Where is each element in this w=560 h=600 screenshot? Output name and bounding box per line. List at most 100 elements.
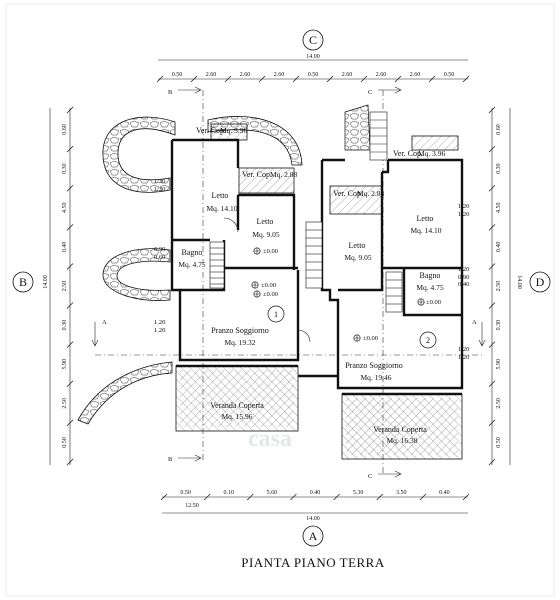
left-dimension-tick <box>66 184 74 192</box>
opening-label-11: 1.20 <box>458 346 469 353</box>
unit1-room-1-name: Letto <box>212 191 229 200</box>
unit1-level-2: ±0.00 <box>261 282 276 289</box>
left-dimension-label: 0.30 <box>62 163 68 174</box>
top-dimension-label: 2.60 <box>342 72 353 78</box>
unit2-room-2-area: Mq. 14.10 <box>410 226 441 235</box>
opening-label-2: 0.90 <box>154 246 165 253</box>
section-line-a: A A <box>91 319 486 356</box>
right-dimension-tick <box>488 145 496 153</box>
unit2-room-4-name: Bagno <box>420 271 441 280</box>
bottom-dimension-label: 0.10 <box>223 490 234 496</box>
unit2-room-6-name: Veranda Coperta <box>373 425 427 434</box>
opening-label-4: 1.20 <box>154 319 165 326</box>
left-dimension-label: 5.90 <box>62 359 68 370</box>
unit1-level-1: ±0.00 <box>263 248 278 255</box>
unit1-room-5-area: Mq. 19.32 <box>224 338 255 347</box>
opening-label-0: 1.20 <box>154 178 165 185</box>
unit1-room-3-name: Letto <box>257 217 274 226</box>
right-dimension-label: 4.50 <box>496 203 502 214</box>
unit1-number-circle <box>267 305 285 323</box>
top-dimension-tick <box>394 75 402 83</box>
unit2-room-1-name: Ver. Cop. <box>333 189 363 198</box>
right-dimension-tick <box>488 302 496 309</box>
right-total-dimension: 14.00 <box>516 275 522 289</box>
bottom-dimension-tick <box>290 493 297 501</box>
opening-label-1: 1.20 <box>154 186 165 193</box>
top-dimension-label: 2.60 <box>274 72 285 78</box>
unit1-room-5-name: Pranzo Soggiorno <box>211 326 269 335</box>
unit1-number: 1 <box>274 310 278 319</box>
section-line-b: B B <box>168 86 204 463</box>
top-dimension-label: 0.50 <box>444 72 455 78</box>
unit1-room-6-name: Veranda Coperta <box>210 401 264 410</box>
axis-marker-top: C <box>302 29 324 51</box>
unit2-room-1-area: Mq. 2.88 <box>357 189 385 198</box>
top-dimension-tick <box>292 75 300 83</box>
left-dimension-tick <box>66 302 74 309</box>
unit1-room-2-area: Mq. 2.88 <box>270 170 298 179</box>
bottom-dimension-tick <box>419 493 427 501</box>
unit2-room-4-area: Mq. 4.75 <box>416 283 444 292</box>
section-c-label-top: C <box>368 89 372 96</box>
unit1-level-3: ±0.00 <box>263 291 278 298</box>
bottom-dimension-tick <box>462 493 470 501</box>
left-dimension-tick <box>66 419 74 427</box>
unit2-veranda-mid-hatch <box>329 185 383 215</box>
right-dimension-tick <box>488 380 496 388</box>
unit2-room-0-area: Mq. 3.96 <box>418 149 446 158</box>
top-dimension-tick <box>224 75 232 83</box>
left-dimension-label: 0.40 <box>62 242 68 253</box>
opening-label-8: 1.20 <box>458 266 469 273</box>
unit1-room-4-area: Mq. 4.75 <box>178 260 206 269</box>
left-dimension-label: 2.50 <box>62 398 68 409</box>
bottom-total-dimension: 14.00 <box>306 516 320 522</box>
section-a-label-right: A <box>472 319 477 326</box>
unit2-room-0-name: Ver. Cop. <box>393 149 423 158</box>
bottom-dimension-tick <box>160 493 168 501</box>
right-dimension-label: 5.90 <box>496 359 502 370</box>
unit2-number-circle <box>419 331 437 349</box>
top-dimension-tick <box>190 75 198 83</box>
top-total-dimension: 14.00 <box>306 54 320 60</box>
bottom-dimension-tick <box>247 493 254 501</box>
bottom-dimension-tick <box>376 493 383 501</box>
unit2-level-2: ±0.00 <box>363 335 378 342</box>
left-dimension-label: 4.50 <box>62 203 68 214</box>
axis-marker-right: D <box>529 271 551 293</box>
left-dimension-chain: 0.600.304.500.402.500.305.902.500.50 14.… <box>43 106 74 466</box>
axis-label-right: D <box>536 275 545 289</box>
right-dimension-tick <box>488 106 496 114</box>
axis-marker-left: B <box>12 271 34 293</box>
right-dimension-tick <box>488 224 496 231</box>
opening-label-10: 0.40 <box>458 281 469 288</box>
top-dimension-tick <box>462 75 470 83</box>
opening-labels: 1.20 1.20 0.90 0.60 1.20 1.20 1.20 1.20 … <box>154 178 469 361</box>
opening-label-3: 0.60 <box>154 254 165 261</box>
opening-label-7: 1.20 <box>458 211 469 218</box>
top-dimension-tick <box>326 75 334 83</box>
unit2-stairs <box>305 221 403 313</box>
unit1-room-4-name: Bagno <box>182 248 203 257</box>
section-b-label-bottom: B <box>168 456 173 463</box>
right-dimension-chain: 0.600.304.500.402.500.305.902.500.50 14.… <box>488 106 522 466</box>
left-dimension-tick <box>66 106 74 114</box>
unit1-room-2-name: Ver. Cop. <box>242 170 272 179</box>
right-dimension-label: 0.30 <box>496 320 502 331</box>
right-dimension-label: 2.50 <box>496 281 502 292</box>
left-dimension-tick <box>66 380 74 388</box>
right-dimension-label: 0.30 <box>496 163 502 174</box>
unit1-door-swing <box>223 217 239 233</box>
right-dimension-label: 2.50 <box>496 398 502 409</box>
unit2-number: 2 <box>426 336 430 345</box>
top-dimension-label: 2.60 <box>240 72 251 78</box>
bottom-scale-dimension: 12.50 <box>185 503 199 509</box>
left-dimension-tick <box>66 341 74 348</box>
bottom-dimension-label: 0.40 <box>439 490 450 496</box>
top-dimension-tick <box>156 75 164 83</box>
left-dimension-tick <box>66 224 74 231</box>
unit2-veranda-small-hatch <box>411 135 459 151</box>
unit1-room-3-area: Mq. 9.05 <box>252 230 280 239</box>
unit1-room-0-area: Mq. 3.96 <box>220 126 248 135</box>
